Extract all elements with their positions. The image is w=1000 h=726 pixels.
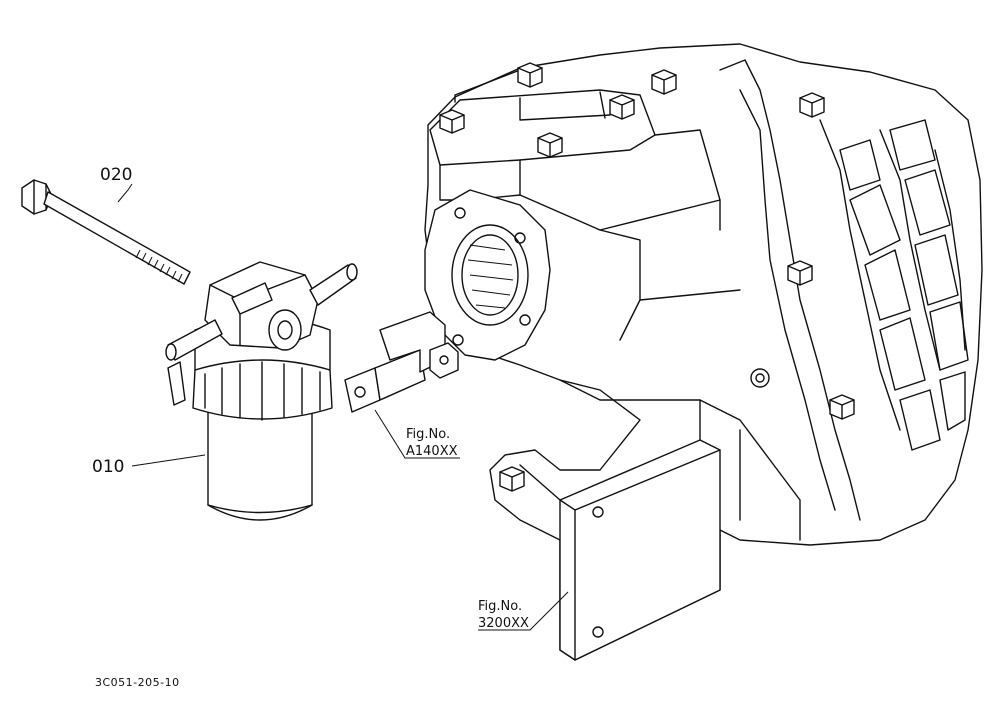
bolt-020 bbox=[21, 179, 191, 285]
bolt-head bbox=[439, 109, 465, 134]
bolt-head bbox=[787, 260, 813, 286]
fuel-filter-010 bbox=[165, 261, 358, 521]
drawing-id: 3C051-205-10 bbox=[95, 676, 180, 689]
fuel-filter-bracket bbox=[344, 311, 459, 413]
bolt-head bbox=[499, 466, 525, 492]
leader-020 bbox=[117, 183, 133, 203]
label-part-020: 020 bbox=[100, 165, 132, 185]
bolt-head bbox=[609, 94, 635, 120]
bolt-head bbox=[829, 394, 855, 420]
leader-3200xx bbox=[478, 591, 569, 631]
label-ref-a-title: Fig.No. bbox=[406, 427, 450, 442]
bolt-head bbox=[799, 92, 825, 118]
bolt-head bbox=[517, 62, 543, 88]
label-part-010: 010 bbox=[92, 457, 124, 477]
housing-bolts bbox=[439, 62, 855, 492]
bolt-head bbox=[651, 69, 677, 95]
callout-leaders bbox=[117, 183, 569, 631]
label-ref-b-title: Fig.No. bbox=[478, 599, 522, 614]
label-ref-b-code: 3200XX bbox=[478, 616, 529, 631]
leader-a140xx bbox=[374, 409, 460, 459]
label-ref-a-code: A140XX bbox=[406, 444, 458, 459]
leader-010 bbox=[131, 454, 206, 467]
bolt-head bbox=[537, 132, 563, 158]
transmission-housing bbox=[424, 43, 983, 661]
